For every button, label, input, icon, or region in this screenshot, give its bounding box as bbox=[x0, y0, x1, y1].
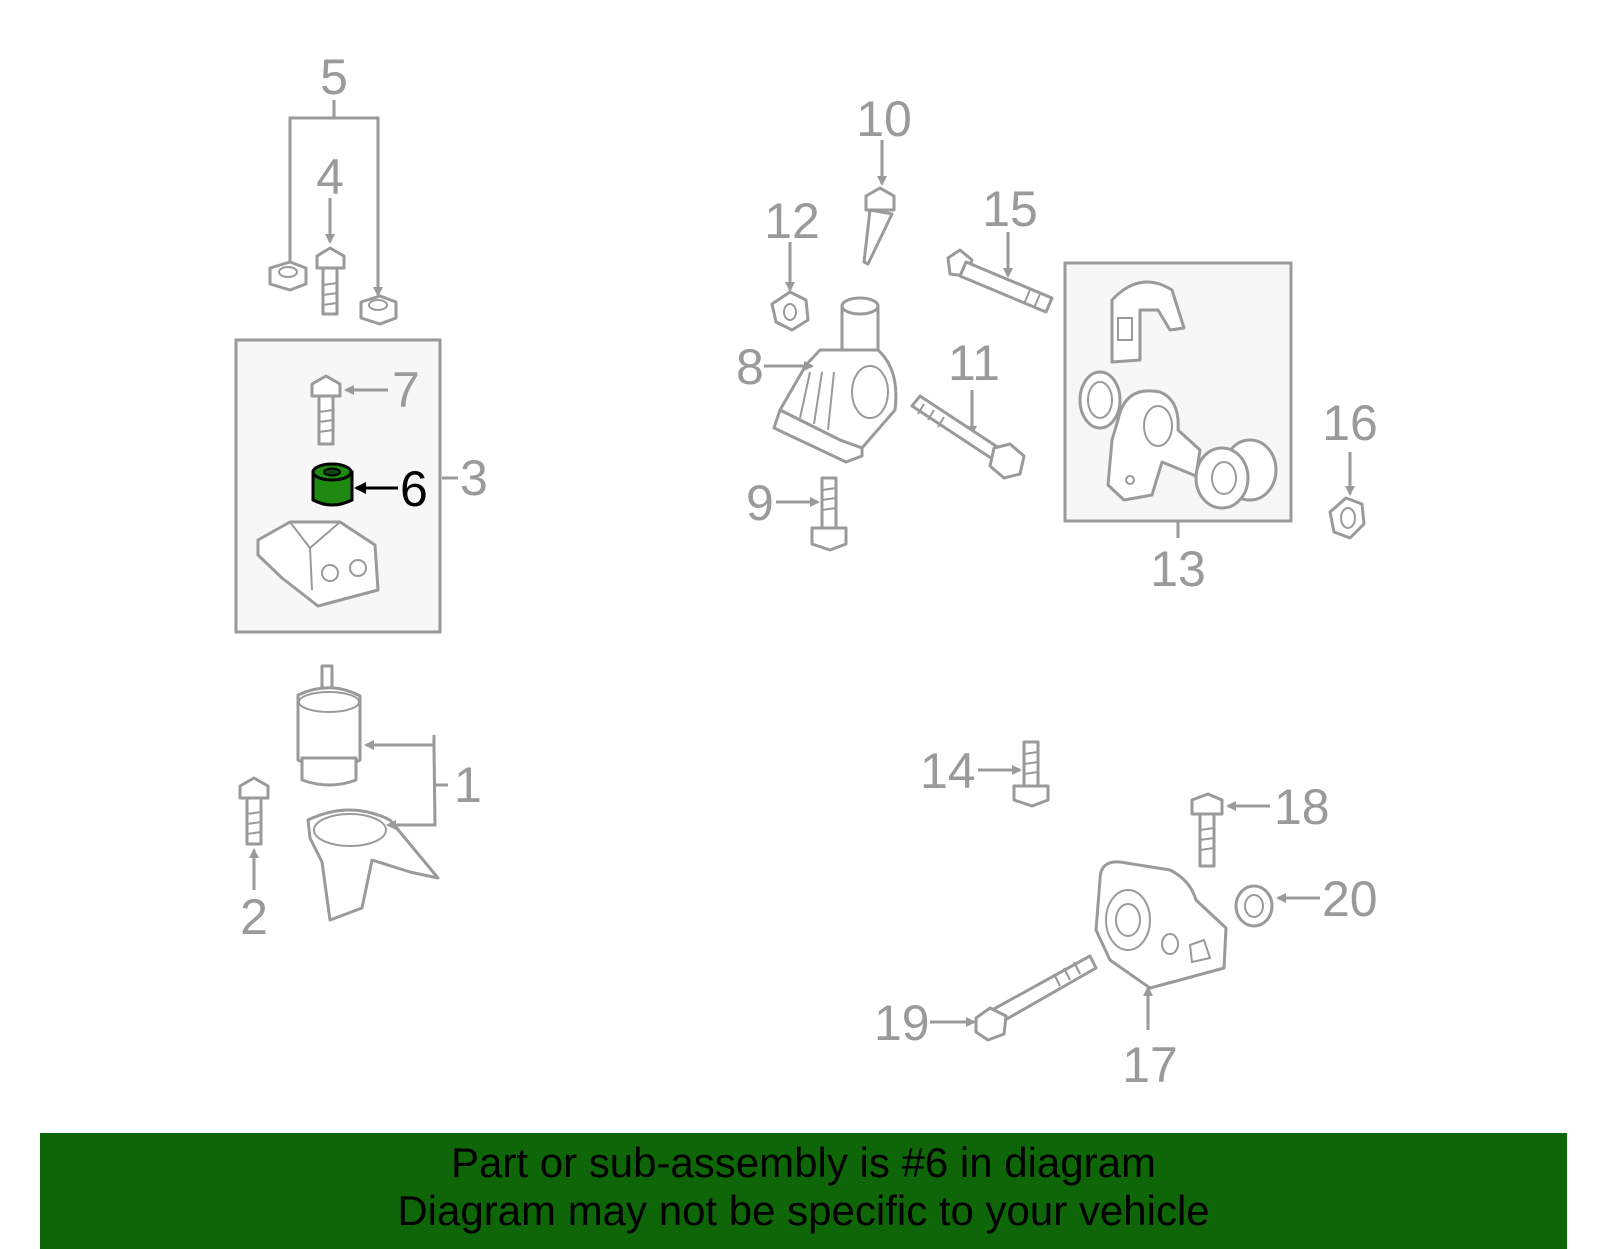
parts-diagram: 5 4 7 6 3 1 2 10 12 15 8 11 9 13 16 14 1… bbox=[234, 49, 1378, 1093]
callout-6-highlighted: 6 bbox=[400, 461, 428, 517]
callout-4: 4 bbox=[316, 149, 344, 205]
part-9-bolt[interactable] bbox=[776, 476, 848, 552]
part-19-bolt[interactable] bbox=[930, 954, 1098, 1042]
callout-1: 1 bbox=[454, 757, 482, 813]
part-20-washer[interactable] bbox=[1234, 884, 1320, 928]
part-18-bolt[interactable] bbox=[1190, 792, 1270, 868]
callout-15: 15 bbox=[982, 181, 1038, 237]
banner-line-1: Part or sub-assembly is #6 in diagram bbox=[451, 1139, 1156, 1186]
part-3-plate[interactable] bbox=[256, 476, 458, 608]
callout-8: 8 bbox=[736, 339, 764, 395]
part-6-bushing-highlighted[interactable] bbox=[311, 462, 398, 507]
part-13-kit[interactable] bbox=[1078, 280, 1278, 538]
part-5-nuts[interactable] bbox=[268, 100, 398, 326]
part-16-nut[interactable] bbox=[1328, 452, 1366, 540]
banner-line-2: Diagram may not be specific to your vehi… bbox=[397, 1187, 1210, 1234]
part-11-bolt[interactable] bbox=[910, 390, 1026, 480]
part-4-bolt[interactable] bbox=[315, 198, 346, 316]
callout-9: 9 bbox=[746, 475, 774, 531]
callout-20: 20 bbox=[1322, 871, 1378, 927]
part-14-bolt[interactable] bbox=[978, 740, 1050, 808]
part-8-bracket[interactable] bbox=[764, 296, 898, 464]
callout-19: 19 bbox=[874, 995, 930, 1051]
callout-2: 2 bbox=[240, 889, 268, 945]
part-12-nut[interactable] bbox=[770, 242, 810, 332]
part-2-bolt[interactable] bbox=[238, 776, 270, 890]
part-10-screw[interactable] bbox=[862, 140, 896, 266]
part-7-bolt[interactable] bbox=[310, 374, 388, 446]
info-banner: Part or sub-assembly is #6 in diagram Di… bbox=[40, 1133, 1567, 1249]
callout-17: 17 bbox=[1122, 1037, 1178, 1093]
part-1-mount[interactable] bbox=[296, 664, 448, 922]
callout-11: 11 bbox=[948, 335, 1000, 391]
callout-12: 12 bbox=[764, 193, 820, 249]
callout-7: 7 bbox=[392, 362, 420, 418]
callout-5: 5 bbox=[320, 49, 348, 105]
callout-16: 16 bbox=[1322, 395, 1378, 451]
callout-10: 10 bbox=[856, 91, 912, 147]
part-15-bolt[interactable] bbox=[946, 232, 1054, 314]
callout-14: 14 bbox=[920, 743, 976, 799]
callout-3: 3 bbox=[460, 450, 488, 506]
callout-13: 13 bbox=[1150, 541, 1206, 597]
part-17-mount[interactable] bbox=[1094, 860, 1228, 1030]
callout-18: 18 bbox=[1274, 779, 1330, 835]
